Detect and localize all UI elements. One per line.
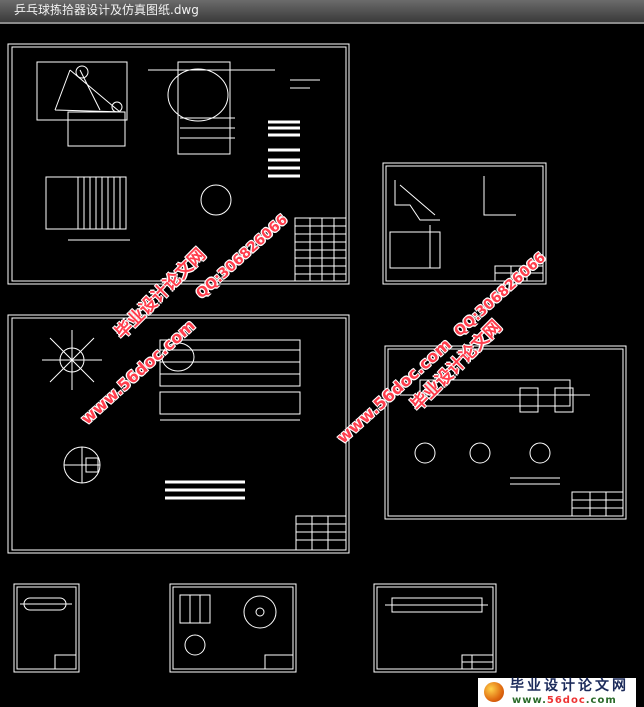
- sheet-small-1: [13, 583, 80, 673]
- sheet-assembly: [7, 43, 350, 285]
- sheet-small-2: [169, 583, 297, 673]
- logo-url-suffix: .com: [585, 695, 617, 706]
- sheet-shaft-detail: [384, 345, 627, 520]
- logo-url: www.56doc.com: [512, 695, 617, 707]
- sheet-small-3: [373, 583, 497, 673]
- logo-site-name: 毕业设计论文网: [510, 678, 629, 694]
- logo-url-prefix: www.: [512, 695, 547, 706]
- title-bar: 乒乓球拣拾器设计及仿真图纸.dwg: [0, 0, 644, 24]
- logo-ball-icon: [484, 682, 504, 702]
- drawing-canvas[interactable]: 毕业设计论文网 www.56doc.com QQ:306826066 www.5…: [0, 24, 644, 707]
- sheet-shaft-long: [7, 314, 350, 554]
- site-logo: 毕业设计论文网 www.56doc.com: [478, 678, 636, 707]
- window-title: 乒乓球拣拾器设计及仿真图纸.dwg: [14, 3, 199, 17]
- sheet-part-1: [382, 162, 547, 285]
- logo-url-brand: 56doc: [546, 695, 586, 706]
- cad-drawing: [7, 43, 627, 673]
